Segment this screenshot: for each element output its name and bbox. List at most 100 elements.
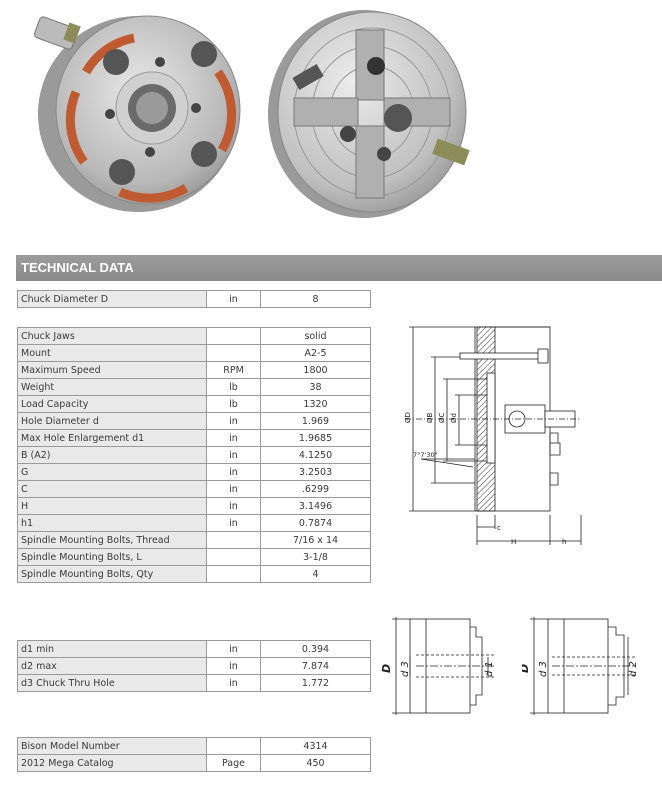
dim-label-D: ØD bbox=[405, 412, 412, 423]
spec-label: Mount bbox=[17, 344, 207, 362]
spec-value: .6299 bbox=[260, 480, 371, 498]
dim-label-C: ØC bbox=[438, 412, 446, 423]
spec-label: d3 Chuck Thru Hole bbox=[17, 674, 207, 692]
spec-label: Load Capacity bbox=[17, 395, 207, 413]
spec-unit: lb bbox=[206, 378, 261, 396]
spec-unit bbox=[206, 531, 261, 549]
dim-label-d3-small1: d 3 bbox=[400, 661, 411, 677]
spec-unit: in bbox=[206, 640, 261, 658]
spec-label: H bbox=[17, 497, 207, 515]
spec-unit bbox=[206, 548, 261, 566]
spec-row: Spindle Mounting Bolts, Qty 4 bbox=[17, 565, 371, 583]
hole-d1-drawing: D d 3 d 1 bbox=[380, 617, 496, 715]
spec-label: G bbox=[17, 463, 207, 481]
spec-label: Weight bbox=[17, 378, 207, 396]
hole-d2-drawing: D d 3 d 2 bbox=[522, 617, 639, 715]
spec-value: solid bbox=[260, 327, 371, 345]
spec-label: Hole Diameter d bbox=[17, 412, 207, 430]
spec-unit bbox=[206, 565, 261, 583]
spec-value: 7.874 bbox=[260, 657, 371, 675]
spec-label: d1 min bbox=[17, 640, 207, 658]
spec-row: Chuck Jaws solid bbox=[17, 327, 371, 345]
spec-label: Bison Model Number bbox=[17, 737, 207, 755]
spec-unit: in bbox=[206, 446, 261, 464]
spec-label: Maximum Speed bbox=[17, 361, 207, 379]
dim-label-d: Ød bbox=[450, 413, 458, 423]
dim-label-d3-small2: d 3 bbox=[538, 661, 549, 677]
spec-unit: in bbox=[206, 497, 261, 515]
dim-label-B: ØB bbox=[426, 412, 434, 423]
dim-label-h: h bbox=[562, 538, 566, 546]
spec-value: 450 bbox=[260, 754, 371, 772]
dim-label-d1-small1: d 1 bbox=[484, 661, 495, 677]
spec-value: 0.394 bbox=[260, 640, 371, 658]
section-header-technical-data: TECHNICAL DATA bbox=[16, 255, 662, 281]
spec-label: Chuck Jaws bbox=[17, 327, 207, 345]
spec-label: Max Hole Enlargement d1 bbox=[17, 429, 207, 447]
spec-label: B (A2) bbox=[17, 446, 207, 464]
spec-unit: in bbox=[206, 463, 261, 481]
spec-unit: lb bbox=[206, 395, 261, 413]
spec-unit bbox=[206, 327, 261, 345]
spec-row: Mount A2-5 bbox=[17, 344, 371, 362]
spec-unit: in bbox=[206, 657, 261, 675]
spec-value: 1800 bbox=[260, 361, 371, 379]
spec-value: 3.1496 bbox=[260, 497, 371, 515]
spec-value: 7/16 x 14 bbox=[260, 531, 371, 549]
spec-value: 1.772 bbox=[260, 674, 371, 692]
spec-label: Spindle Mounting Bolts, Qty bbox=[17, 565, 207, 583]
spec-label: Chuck Diameter D bbox=[17, 290, 207, 308]
dim-label-angle: 7°7'30" bbox=[413, 451, 438, 459]
spec-value: 8 bbox=[260, 290, 371, 308]
dim-label-H: H bbox=[511, 538, 516, 546]
spec-unit: in bbox=[206, 514, 261, 532]
spec-label: d2 max bbox=[17, 657, 207, 675]
spec-unit: in bbox=[206, 290, 261, 308]
spec-label: h1 bbox=[17, 514, 207, 532]
spec-unit bbox=[206, 344, 261, 362]
dim-label-D-small2: D bbox=[522, 664, 531, 673]
spec-value: 4 bbox=[260, 565, 371, 583]
spec-value: A2-5 bbox=[260, 344, 371, 362]
spec-unit: in bbox=[206, 480, 261, 498]
chuck-photo-angled bbox=[268, 10, 470, 218]
spec-value: 3-1/8 bbox=[260, 548, 371, 566]
spec-label: Spindle Mounting Bolts, L bbox=[17, 548, 207, 566]
dim-label-D-small1: D bbox=[380, 664, 393, 673]
spec-value: 1.969 bbox=[260, 412, 371, 430]
spec-row: Spindle Mounting Bolts, L 3-1/8 bbox=[17, 548, 371, 566]
spec-unit: Page bbox=[206, 754, 261, 772]
spec-value: 0.7874 bbox=[260, 514, 371, 532]
spec-value: 1.9685 bbox=[260, 429, 371, 447]
chuck-cross-section-drawing: ØD ØB ØC Ød 7°7'30" c H h bbox=[405, 326, 582, 546]
dim-label-d2-small2: d 2 bbox=[628, 661, 639, 677]
spec-label: 2012 Mega Catalog bbox=[17, 754, 207, 772]
spec-unit: in bbox=[206, 674, 261, 692]
spec-value: 1320 bbox=[260, 395, 371, 413]
spec-value: 3.2503 bbox=[260, 463, 371, 481]
dim-label-c: c bbox=[497, 524, 501, 532]
spec-label: C bbox=[17, 480, 207, 498]
spec-unit bbox=[206, 737, 261, 755]
